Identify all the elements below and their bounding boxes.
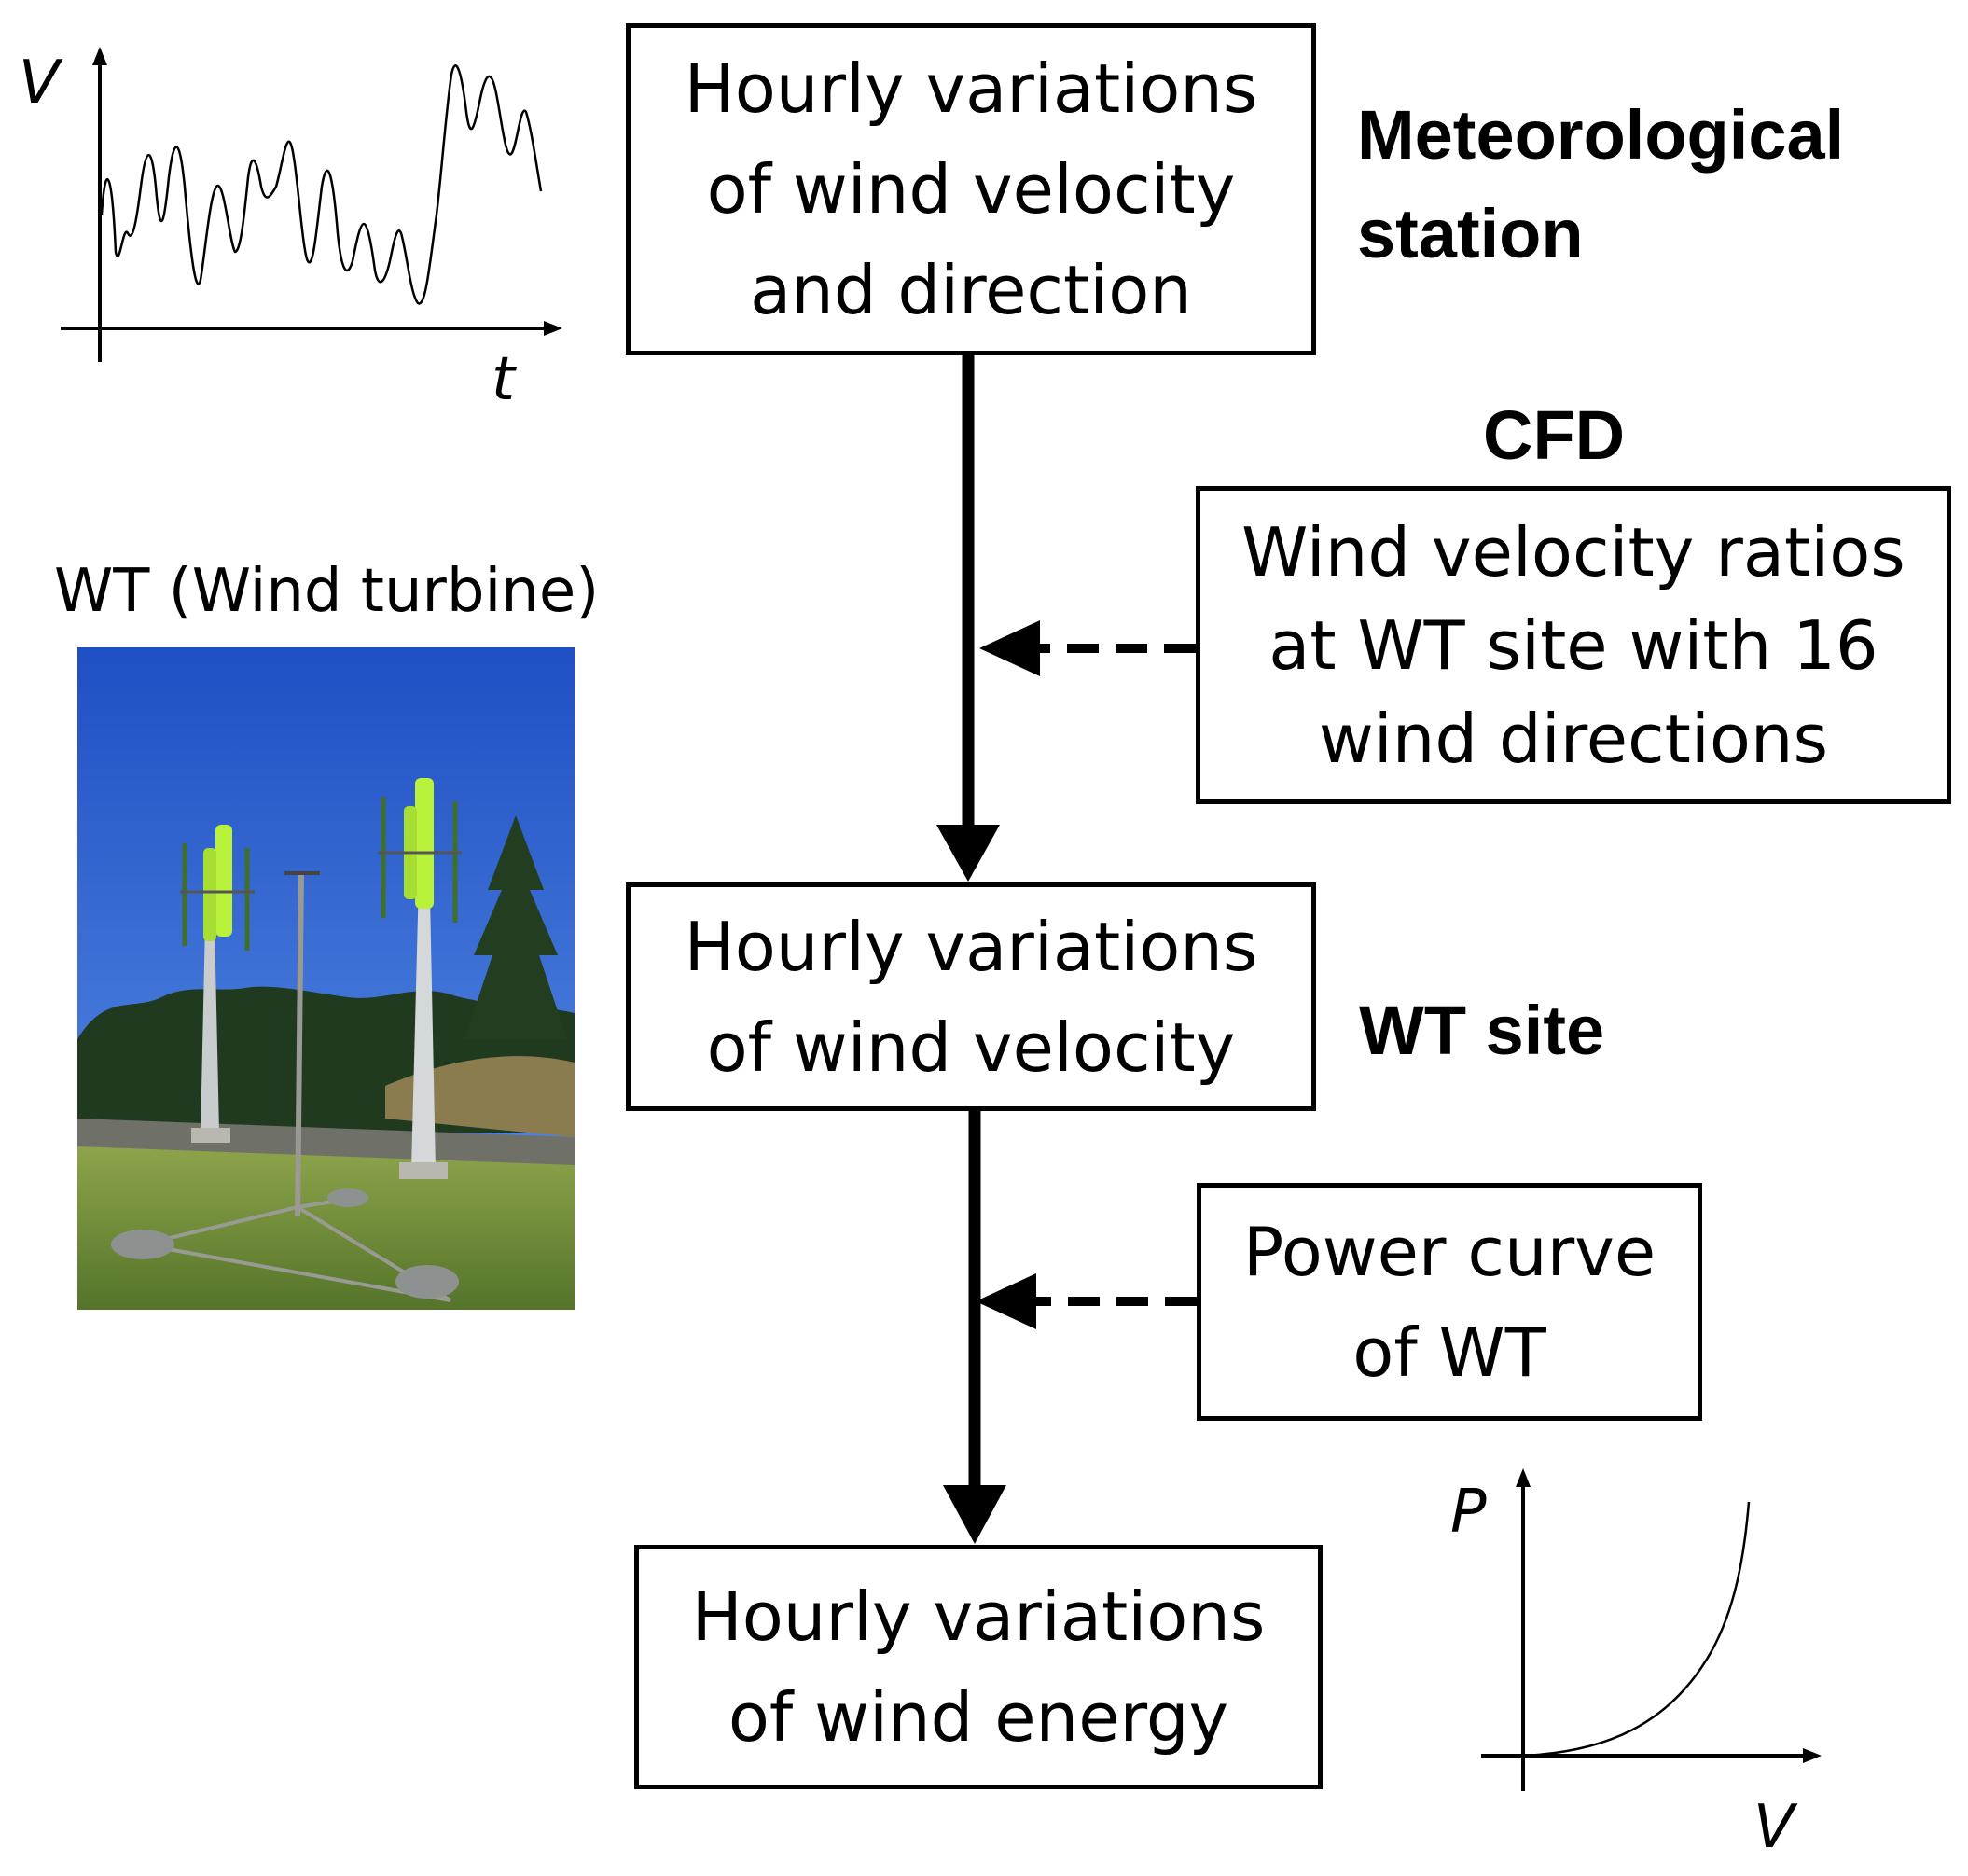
power-curve-plot: P V (1450, 1468, 1822, 1862)
arrow-station-to-site-head (936, 825, 1000, 882)
arrow-cfd-input-head (979, 620, 1040, 676)
box-cfd-text: Wind velocity ratios at WT site with 16 … (1241, 512, 1906, 778)
velocity-plot-y-arrowhead (92, 47, 107, 65)
label-meteorological-station: Meteorological station (1357, 96, 1845, 272)
power-plot-x-arrowhead (1803, 1748, 1822, 1763)
photo-caption: WT (Wind turbine) (54, 557, 600, 626)
box-site-velocity: Hourly variations of wind velocity (626, 882, 1316, 1111)
box-site-text: Hourly variations of wind velocity (684, 907, 1258, 1087)
box-energy-text: Hourly variations of wind energy (691, 1577, 1266, 1757)
velocity-plot-y-label: V (19, 49, 63, 118)
power-plot-y-arrowhead (1516, 1468, 1531, 1487)
box-cfd-velocity-ratios: Wind velocity ratios at WT site with 16 … (1196, 486, 1951, 804)
velocity-curve (100, 64, 543, 305)
velocity-time-plot: V t (19, 47, 562, 410)
velocity-plot-x-arrowhead (544, 321, 562, 336)
label-wt-site: WT site (1359, 992, 1605, 1069)
label-cfd: CFD (1483, 396, 1626, 474)
wind-turbine-photo (77, 647, 575, 1310)
power-curve-line (1522, 1501, 1751, 1758)
power-plot-x-label: V (1753, 1793, 1798, 1862)
box-station-text: Hourly variations of wind velocity and d… (684, 49, 1258, 329)
velocity-plot-x-label: t (492, 345, 518, 410)
arrow-power-input-head (976, 1273, 1036, 1329)
box-power-curve: Power curve of WT (1197, 1183, 1702, 1421)
box-power-text: Power curve of WT (1242, 1212, 1656, 1392)
box-station-velocity-direction: Hourly variations of wind velocity and d… (626, 23, 1316, 355)
power-plot-y-label: P (1450, 1478, 1487, 1547)
arrow-site-to-energy-head (943, 1485, 1006, 1544)
box-wind-energy: Hourly variations of wind energy (634, 1545, 1323, 1789)
